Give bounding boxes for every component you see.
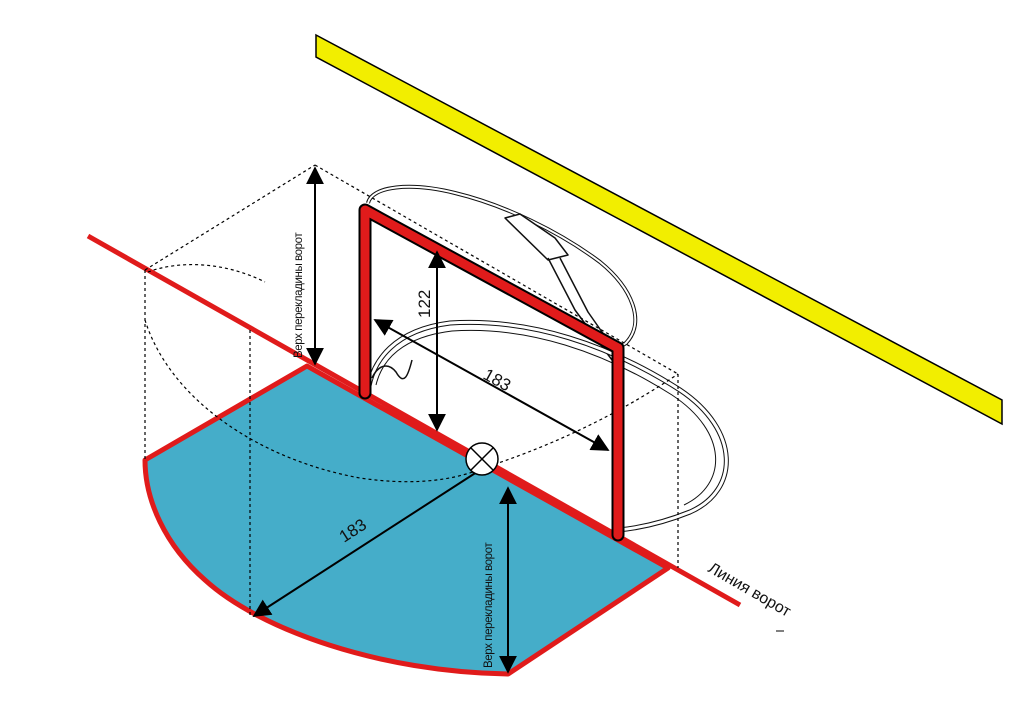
rink-board	[315, 33, 1003, 426]
construction-lines	[144, 164, 679, 615]
goal-frame	[358, 203, 625, 542]
goal-center-marker	[465, 442, 499, 476]
crossbar-top-label-left: Верх перекладины ворот	[293, 232, 305, 358]
goal-width-arrow	[373, 319, 610, 451]
crease-radius-arrow	[252, 469, 481, 617]
goal-crease	[142, 363, 671, 677]
goal-height-label: 122	[415, 290, 434, 318]
goal-width-label: 183	[480, 365, 514, 395]
dimension-arrows	[252, 166, 610, 674]
crossbar-top-label-right: Верх перекладины ворот	[483, 542, 495, 668]
